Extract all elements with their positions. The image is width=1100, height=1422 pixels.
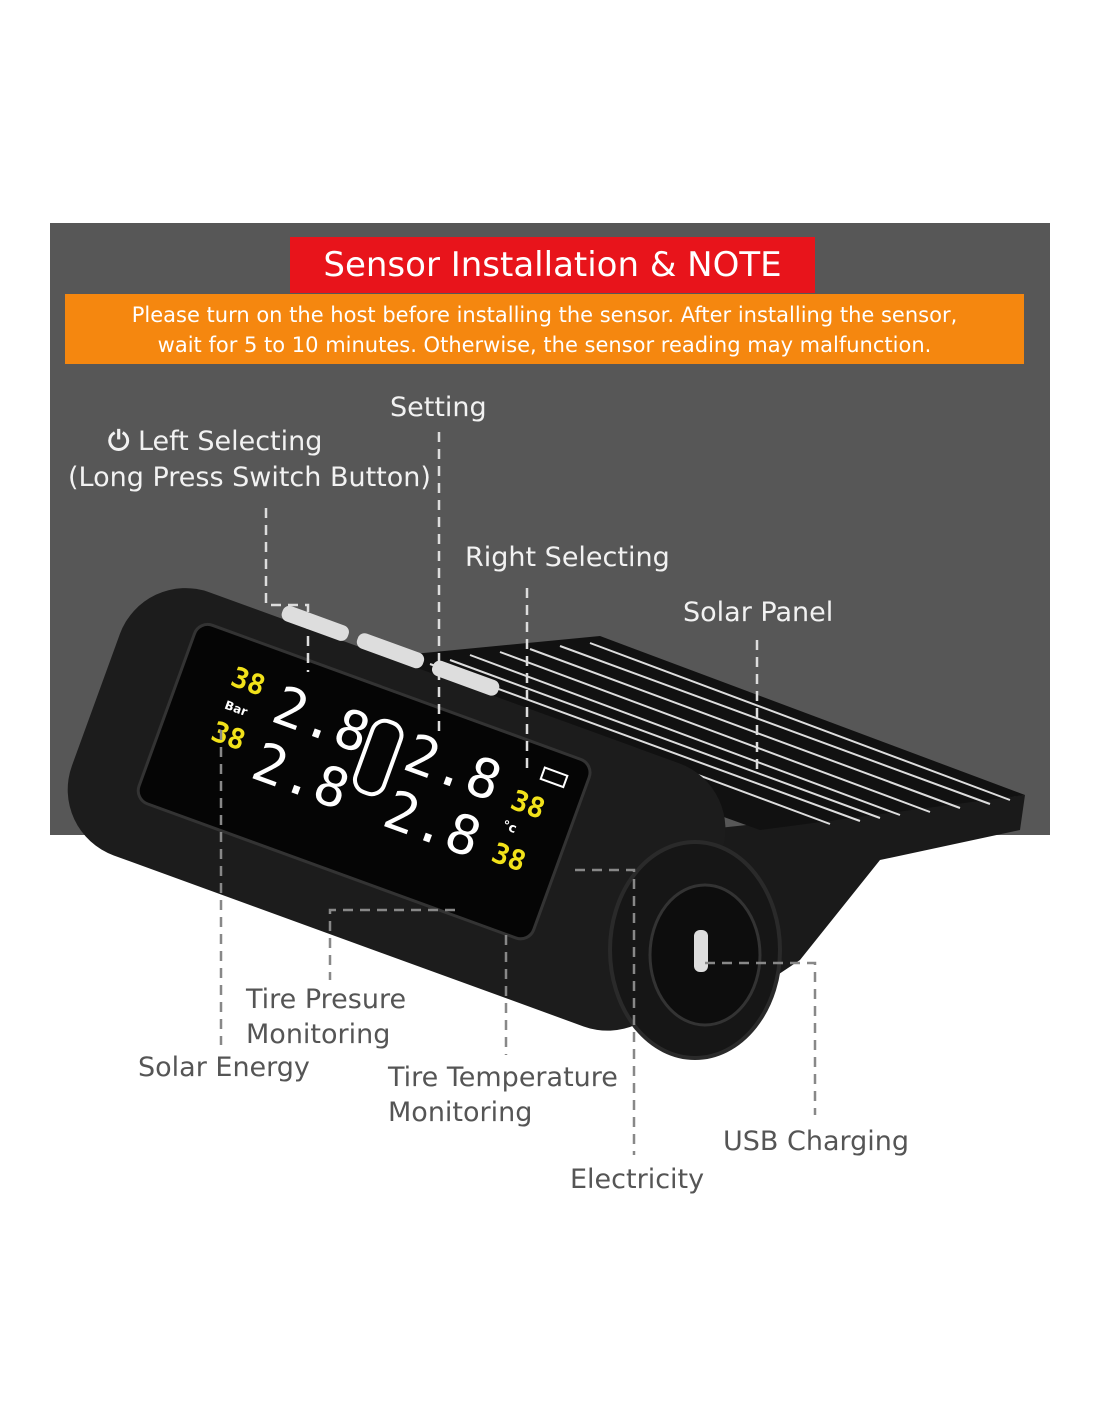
label-left-selecting-text: Left Selecting: [137, 426, 323, 457]
note-line-1: Please turn on the host before installin…: [131, 303, 958, 327]
label-usb-charging: USB Charging: [723, 1126, 910, 1157]
installation-note: Please turn on the host before installin…: [65, 294, 1024, 364]
label-electricity: Electricity: [570, 1164, 705, 1195]
leader-lines-dark: [219, 730, 817, 1155]
setting-button[interactable]: [355, 631, 426, 670]
label-tire-pressure-1: Tire Presure: [246, 984, 407, 1015]
temp-unit: °c: [500, 818, 518, 837]
solar-panel-stripes: [409, 642, 1011, 825]
page-title: Sensor Installation & NOTE: [290, 237, 815, 293]
battery-icon: [539, 766, 569, 789]
label-right-selecting: Right Selecting: [465, 542, 670, 573]
right-select-button[interactable]: [430, 659, 501, 698]
label-long-press: (Long Press Switch Button): [68, 462, 431, 493]
label-tire-pressure-2: Monitoring: [246, 1019, 391, 1050]
label-setting: Setting: [390, 392, 487, 423]
left-select-button[interactable]: [280, 604, 351, 643]
note-line-2: wait for 5 to 10 minutes. Otherwise, the…: [157, 333, 932, 357]
label-left-selecting: ⏻ Left Selecting: [108, 425, 322, 459]
label-tire-temp-1: Tire Temperature: [388, 1062, 618, 1093]
label-tire-temp-2: Monitoring: [388, 1097, 533, 1128]
power-icon: ⏻: [108, 426, 130, 457]
label-solar-panel: Solar Panel: [683, 597, 834, 628]
leader-lines-light: [264, 432, 759, 772]
usb-port[interactable]: [694, 930, 708, 972]
car-icon: [352, 718, 404, 797]
label-solar-energy: Solar Energy: [138, 1052, 310, 1083]
lcd-screen: [136, 622, 592, 941]
